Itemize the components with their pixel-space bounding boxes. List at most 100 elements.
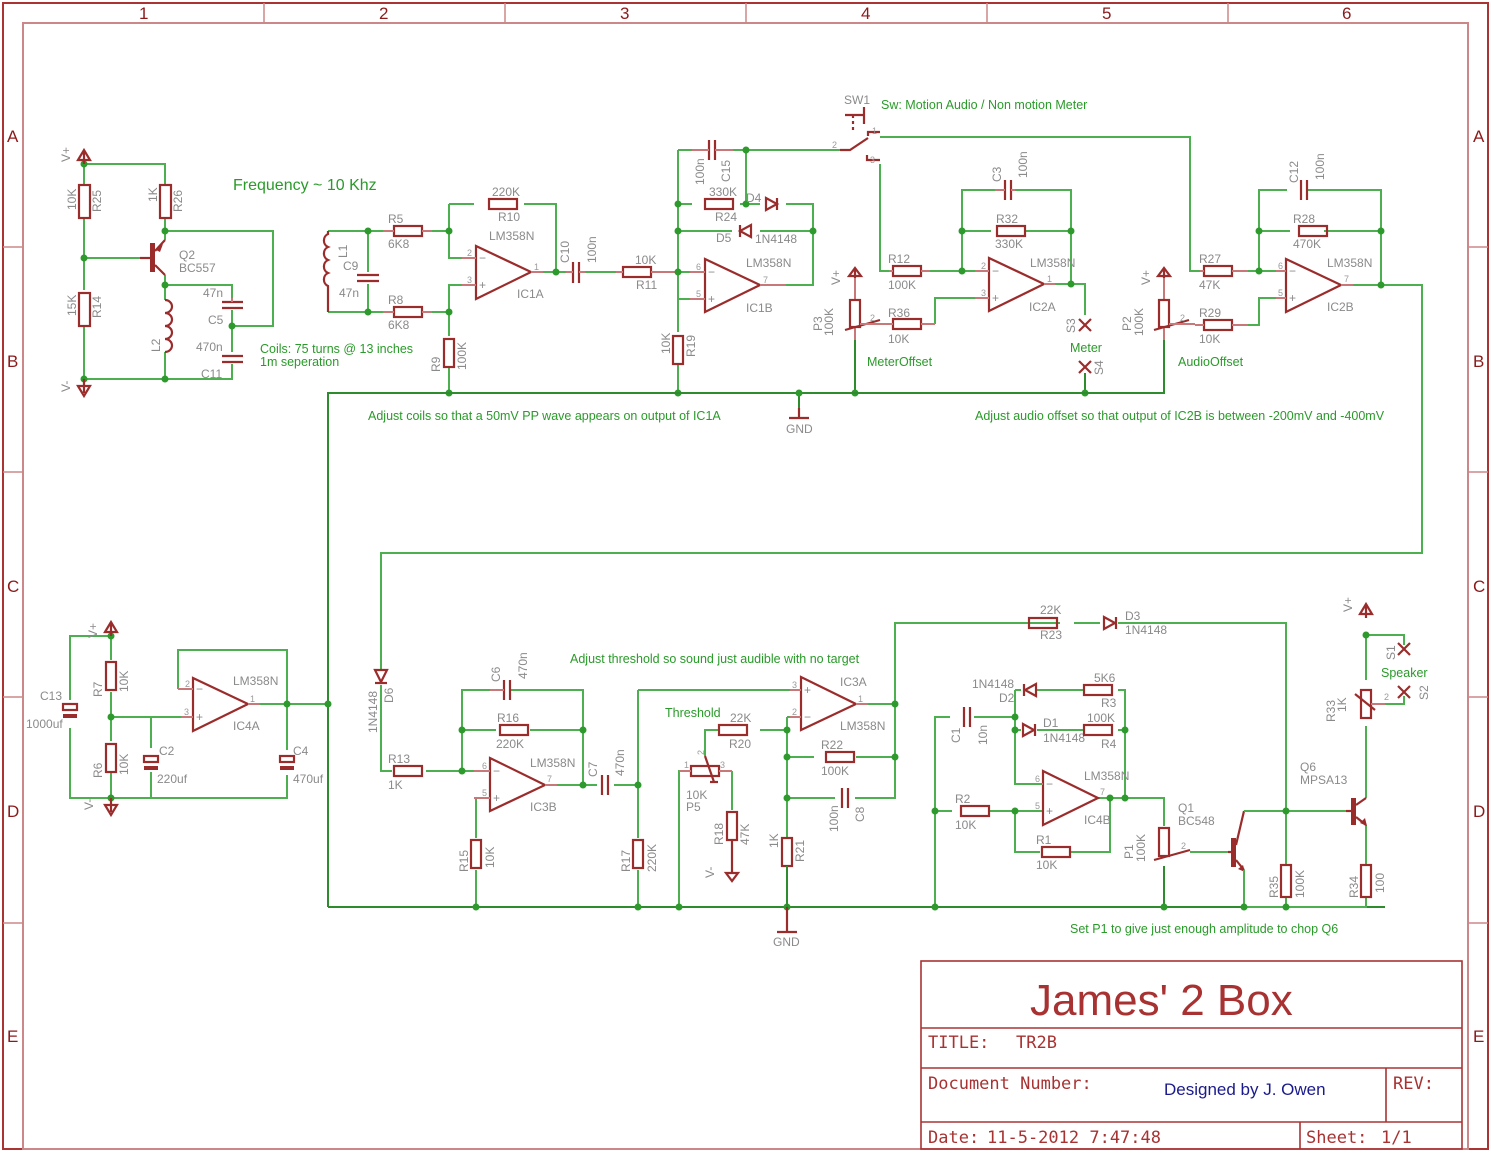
capacitor-c5[interactable] — [222, 298, 243, 310]
vplus-symbol — [76, 147, 92, 164]
capacitor-c15[interactable] — [692, 140, 733, 160]
ic2a-name: IC2A — [1029, 300, 1056, 314]
inductor-l1[interactable] — [322, 231, 331, 312]
capacitor-c12[interactable] — [1299, 180, 1309, 200]
capacitor-c9[interactable] — [357, 273, 379, 283]
resistor-r5[interactable] — [383, 224, 432, 238]
resistor-r17[interactable] — [631, 838, 645, 870]
ic2b-plus: + — [1289, 291, 1296, 305]
r21-name: R21 — [793, 840, 807, 862]
p3-pin2: 2 — [870, 313, 875, 323]
opamp-ic2a[interactable] — [975, 256, 1055, 313]
speaker-terminal-s2[interactable] — [1397, 685, 1411, 699]
resistor-r13[interactable] — [392, 764, 424, 778]
capacitor-c7[interactable] — [600, 775, 610, 795]
resistor-r8[interactable] — [383, 305, 432, 319]
diode-d2[interactable] — [1022, 682, 1038, 698]
resistor-r26[interactable] — [158, 183, 173, 220]
resistor-r14[interactable] — [77, 291, 92, 328]
r14-name: R14 — [90, 296, 104, 318]
capacitor-c2[interactable] — [142, 754, 160, 770]
resistor-r32[interactable] — [995, 224, 1027, 238]
capacitor-c1[interactable] — [962, 707, 972, 727]
ic1a-pin1: 1 — [534, 262, 539, 272]
resistor-r3[interactable] — [1082, 683, 1114, 697]
resistor-r34[interactable] — [1359, 863, 1373, 899]
diode-d6[interactable] — [373, 668, 389, 685]
resistor-r1[interactable] — [1040, 845, 1072, 859]
resistor-r24[interactable] — [703, 197, 735, 211]
opamp-ic3b[interactable] — [474, 756, 557, 813]
resistor-r19[interactable] — [671, 334, 685, 366]
title-block — [920, 960, 1463, 1150]
ic4a-pin1: 1 — [250, 694, 255, 704]
label-meter-offset: MeterOffset — [867, 355, 933, 369]
resistor-r21[interactable] — [780, 836, 794, 868]
r34-name: R34 — [1347, 876, 1361, 898]
potentiometer-p2[interactable] — [1153, 266, 1195, 340]
capacitor-c11[interactable] — [222, 354, 243, 364]
inductor-l2[interactable] — [164, 298, 174, 354]
resistor-r29[interactable] — [1195, 318, 1248, 332]
switch-sw1[interactable] — [840, 107, 880, 162]
transistor-q6[interactable] — [1346, 797, 1367, 826]
opamp-ic2b[interactable] — [1276, 257, 1353, 314]
diode-d1[interactable] — [1021, 722, 1037, 738]
row-e-left: E — [7, 1027, 18, 1046]
opamp-ic4b[interactable] — [1041, 769, 1101, 827]
p2-pin2: 2 — [1180, 313, 1185, 323]
resistor-r9[interactable] — [442, 337, 456, 369]
capacitor-c3[interactable] — [995, 180, 1015, 200]
capacitor-c4[interactable] — [278, 754, 296, 770]
resistor-r2[interactable] — [959, 804, 991, 818]
resistor-r6[interactable] — [104, 742, 118, 774]
resistor-r12[interactable] — [889, 264, 930, 278]
capacitor-c8[interactable] — [840, 788, 850, 808]
capacitor-c13[interactable] — [61, 702, 79, 718]
resistor-r35[interactable] — [1279, 863, 1293, 899]
speaker-terminal-s1[interactable] — [1397, 642, 1411, 656]
resistor-r15[interactable] — [469, 838, 483, 870]
r33-pin2: 2 — [1384, 692, 1389, 702]
r24-name: R24 — [715, 210, 737, 224]
resistor-r18[interactable] — [725, 810, 739, 842]
capacitor-c10[interactable] — [566, 262, 585, 283]
diode-d5[interactable] — [737, 223, 753, 239]
opamp-ic4a[interactable] — [178, 676, 260, 733]
resistor-r11[interactable] — [616, 265, 678, 279]
r16-value: 220K — [496, 737, 524, 751]
potentiometer-r33[interactable] — [1354, 688, 1385, 720]
ic3b-pin7: 7 — [547, 774, 552, 784]
capacitor-c6[interactable] — [490, 680, 512, 700]
diode-d3[interactable] — [1102, 615, 1118, 631]
resistor-r28[interactable] — [1297, 224, 1329, 238]
opamp-ic3a[interactable] — [790, 675, 868, 732]
ic2a-value: LM358N — [1030, 256, 1075, 270]
resistor-r36[interactable] — [885, 317, 935, 331]
resistor-r27[interactable] — [1200, 264, 1248, 278]
transistor-q2[interactable] — [140, 239, 166, 276]
column-5: 5 — [1102, 4, 1111, 23]
receiver-amp-section: L1 C9 47n R5 6K8 R8 6K8 R9 100K 220K R10… — [322, 185, 678, 397]
resistor-r22[interactable] — [824, 750, 856, 764]
potentiometer-p1[interactable] — [1153, 826, 1191, 862]
potentiometer-p5[interactable] — [679, 755, 732, 784]
resistor-r20[interactable] — [717, 723, 749, 737]
meter-terminal-s4[interactable] — [1078, 360, 1092, 374]
resistor-r7[interactable] — [104, 660, 118, 692]
potentiometer-p3[interactable] — [844, 266, 885, 340]
vplus-label-p2: V+ — [1139, 270, 1153, 285]
meter-terminal-s3[interactable] — [1078, 318, 1092, 332]
resistor-r23[interactable] — [1027, 616, 1059, 630]
resistor-r25[interactable] — [77, 183, 92, 220]
r25-name: R25 — [90, 190, 104, 212]
r22-value: 100K — [821, 764, 849, 778]
resistor-r10[interactable] — [487, 197, 519, 211]
opamp-ic1a[interactable] — [462, 244, 543, 301]
resistor-r16[interactable] — [498, 723, 530, 737]
r22-name: R22 — [821, 738, 843, 752]
opamp-ic1b[interactable] — [690, 257, 786, 314]
diode-d4[interactable] — [764, 196, 780, 212]
transistor-q1[interactable] — [1228, 810, 1246, 872]
resistor-r4[interactable] — [1082, 723, 1114, 737]
